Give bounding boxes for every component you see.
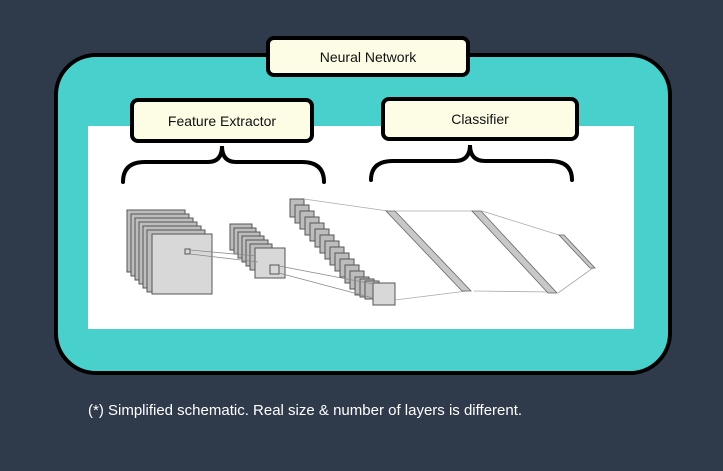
classifier-brace-icon <box>369 144 574 182</box>
kernel-1 <box>184 248 191 255</box>
neural-network-label: Neural Network <box>266 36 470 77</box>
feature-extractor-label: Feature Extractor <box>130 98 314 143</box>
classifier-label: Classifier <box>381 97 579 141</box>
conv-layer-stack-3 <box>289 198 396 306</box>
classifier-connections <box>303 198 594 301</box>
feature-extractor-brace-icon <box>121 145 326 184</box>
conv-layer-stack-2 <box>229 223 286 279</box>
output-layer-icon <box>558 234 596 269</box>
fc-layer-1-icon <box>385 210 472 292</box>
schematic-caption: (*) Simplified schematic. Real size & nu… <box>88 402 523 419</box>
fc-layer-2-icon <box>471 210 558 294</box>
kernel-2 <box>269 264 280 275</box>
conv-layer-stack-1 <box>126 209 213 295</box>
